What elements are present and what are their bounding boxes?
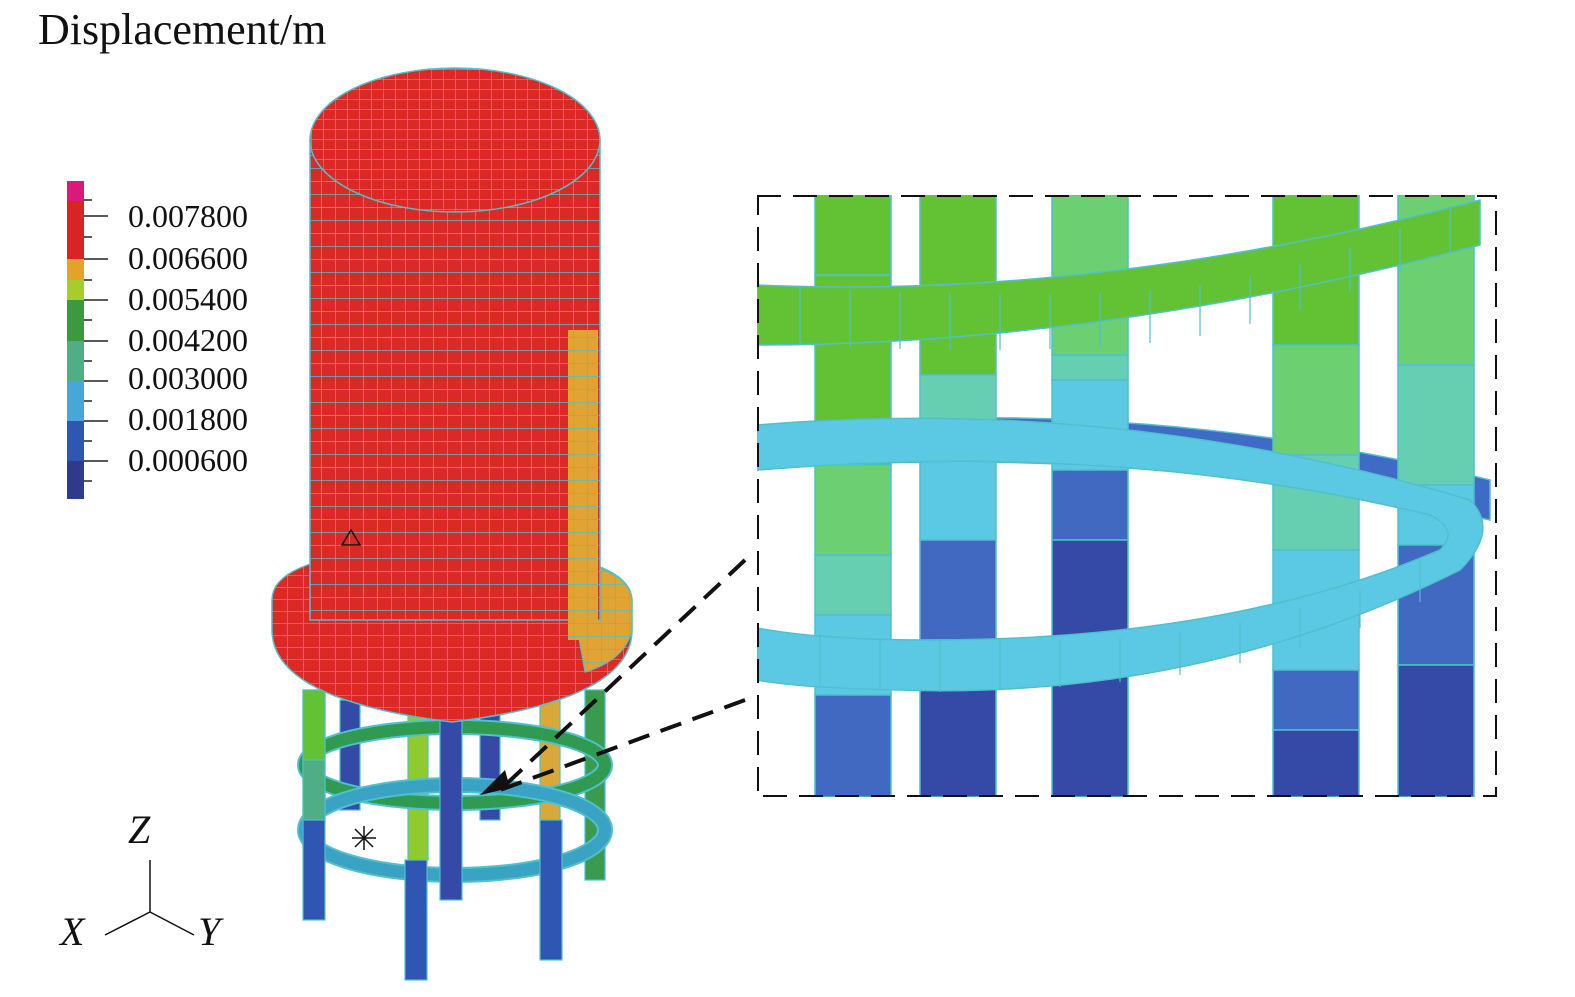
legend-swatch bbox=[67, 421, 84, 461]
axis-label-y: Y bbox=[198, 909, 221, 954]
zoom-leader-lines bbox=[498, 558, 747, 792]
tank-cylinder bbox=[309, 67, 601, 640]
inset-lower-ring-segments bbox=[819, 560, 1421, 692]
legend-swatch bbox=[67, 381, 84, 421]
axis-label-z: Z bbox=[128, 807, 151, 852]
legend-label: 0.006600 bbox=[128, 240, 248, 276]
legend-swatch bbox=[67, 259, 84, 280]
support-columns-front bbox=[302, 689, 563, 981]
legend-swatch bbox=[67, 280, 84, 300]
legend-ticks bbox=[84, 199, 108, 482]
legend-swatch bbox=[67, 181, 84, 201]
legend-label: 0.000600 bbox=[128, 442, 248, 478]
legend-swatch bbox=[67, 201, 84, 259]
legend-swatch bbox=[67, 300, 84, 341]
axis-label-x: X bbox=[60, 909, 85, 954]
axis-triad bbox=[104, 860, 195, 936]
legend-label: 0.005400 bbox=[128, 281, 248, 317]
leader-arrowhead bbox=[480, 770, 510, 795]
legend-label: 0.007800 bbox=[128, 198, 248, 234]
node-triangle-marker bbox=[340, 528, 362, 546]
legend-label: 0.001800 bbox=[128, 401, 248, 437]
legend-swatch bbox=[67, 461, 84, 499]
legend-colorbar bbox=[67, 181, 108, 499]
legend-label: 0.004200 bbox=[128, 322, 248, 358]
legend-swatch bbox=[67, 341, 84, 381]
inset-lower-ring bbox=[757, 417, 1484, 692]
node-star-marker bbox=[352, 826, 376, 850]
zoom-inset bbox=[757, 195, 1497, 797]
legend-label: 0.003000 bbox=[128, 360, 248, 396]
inset-ring-segments bbox=[799, 208, 1451, 350]
inset-upper-ring bbox=[757, 199, 1481, 346]
legend-title: Displacement/m bbox=[38, 5, 327, 54]
